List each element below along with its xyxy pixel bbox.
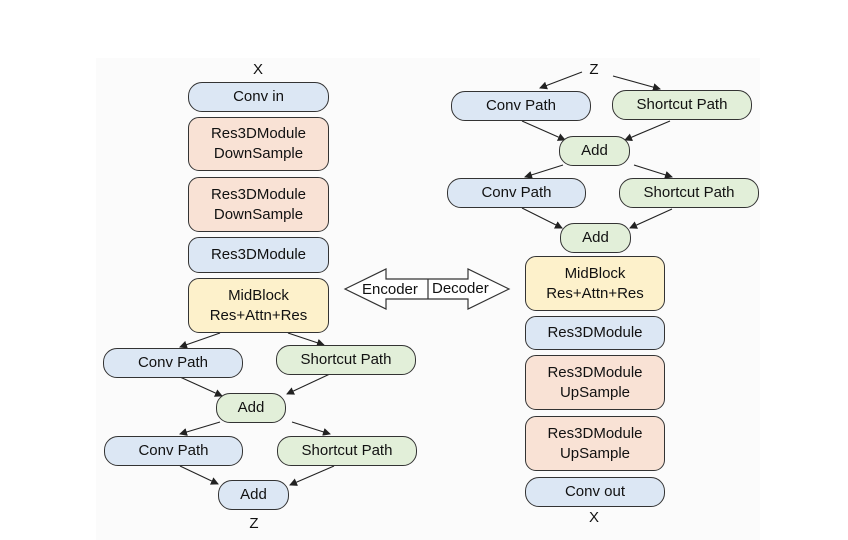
decoder-upsample-block-2: Res3DModule UpSample xyxy=(525,416,665,471)
decoder-arrow-label: Decoder xyxy=(432,280,489,297)
encoder-output-label: Z xyxy=(249,515,259,532)
decoder-upsample-block-1: Res3DModule UpSample xyxy=(525,355,665,410)
encoder-shortcut-path-2: Shortcut Path xyxy=(277,436,417,466)
encoder-input-label: X xyxy=(252,61,263,78)
encoder-conv-path-2: Conv Path xyxy=(104,436,243,466)
decoder-input-label: Z xyxy=(589,61,599,78)
encoder-downsample-block-1: Res3DModule DownSample xyxy=(188,117,329,171)
encoder-add-1: Add xyxy=(216,393,286,423)
encoder-shortcut-path-1: Shortcut Path xyxy=(276,345,416,375)
decoder-shortcut-path-1: Shortcut Path xyxy=(612,90,752,120)
decoder-conv-out-block: Conv out xyxy=(525,477,665,507)
decoder-conv-path-1: Conv Path xyxy=(451,91,591,121)
decoder-add-1: Add xyxy=(559,136,630,166)
encoder-downsample-block-2: Res3DModule DownSample xyxy=(188,177,329,232)
encoder-conv-path-1: Conv Path xyxy=(103,348,243,378)
encoder-conv-in-block: Conv in xyxy=(188,82,329,112)
encoder-midblock: MidBlock Res+Attn+Res xyxy=(188,278,329,333)
decoder-output-label: X xyxy=(588,509,599,526)
decoder-add-2: Add xyxy=(560,223,631,253)
decoder-res3d-block: Res3DModule xyxy=(525,316,665,350)
encoder-res3d-block: Res3DModule xyxy=(188,237,329,273)
decoder-conv-path-2: Conv Path xyxy=(447,178,586,208)
encoder-arrow-label: Encoder xyxy=(362,281,418,298)
decoder-midblock: MidBlock Res+Attn+Res xyxy=(525,256,665,311)
encoder-add-2: Add xyxy=(218,480,289,510)
decoder-shortcut-path-2: Shortcut Path xyxy=(619,178,759,208)
